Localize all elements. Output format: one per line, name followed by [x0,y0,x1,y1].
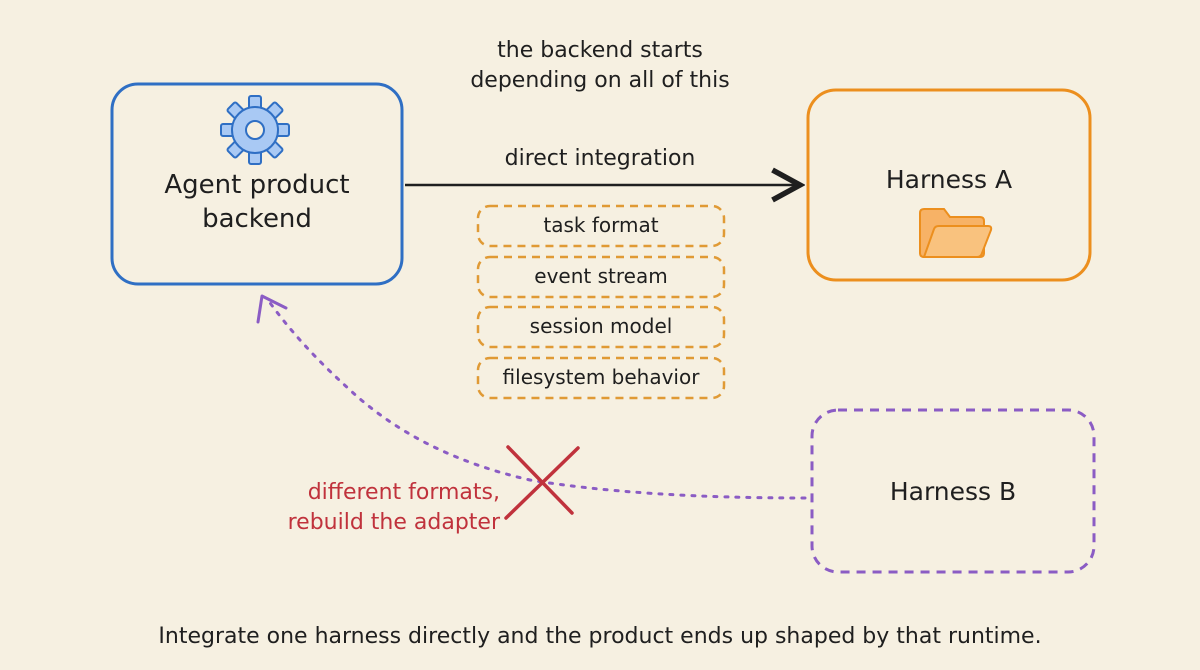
top-note-line-1: the backend starts [497,38,703,63]
caption: Integrate one harness directly and the p… [158,624,1042,649]
backend-box [110,82,404,286]
warning-note: different formats, rebuild the adapter [200,478,500,538]
chip-box-event-stream [476,255,726,299]
chip-task-format: task format [543,213,659,237]
backend-label-line-2: backend [202,204,312,234]
chip-filesystem-behavior: filesystem behavior [502,365,700,389]
chip-event-stream: event stream [534,264,668,288]
blocked-x-icon [504,445,580,520]
folder-icon [919,208,993,258]
chip-session-model: session model [529,314,673,338]
harness-b-box [810,408,1096,574]
chip-box-task-format [476,204,726,248]
top-note: the backend starts depending on all of t… [420,36,780,96]
harness-b-return-arrowhead [256,294,288,324]
gear-icon [220,95,290,165]
warning-line-2: rebuild the adapter [287,510,500,535]
top-note-line-2: depending on all of this [470,68,730,93]
harness-b-return-path [266,298,807,500]
backend-label-line-1: Agent product [164,170,350,200]
harness-b-label: Harness B [889,477,1017,506]
warning-line-1: different formats, [307,480,500,505]
harness-a-box [806,88,1092,282]
arrow-label: direct integration [504,146,696,171]
chip-box-session-model [476,305,726,349]
harness-a-label: Harness A [885,165,1013,194]
backend-label: Agent product backend [112,168,402,236]
chip-box-filesystem-behavior [476,356,726,400]
